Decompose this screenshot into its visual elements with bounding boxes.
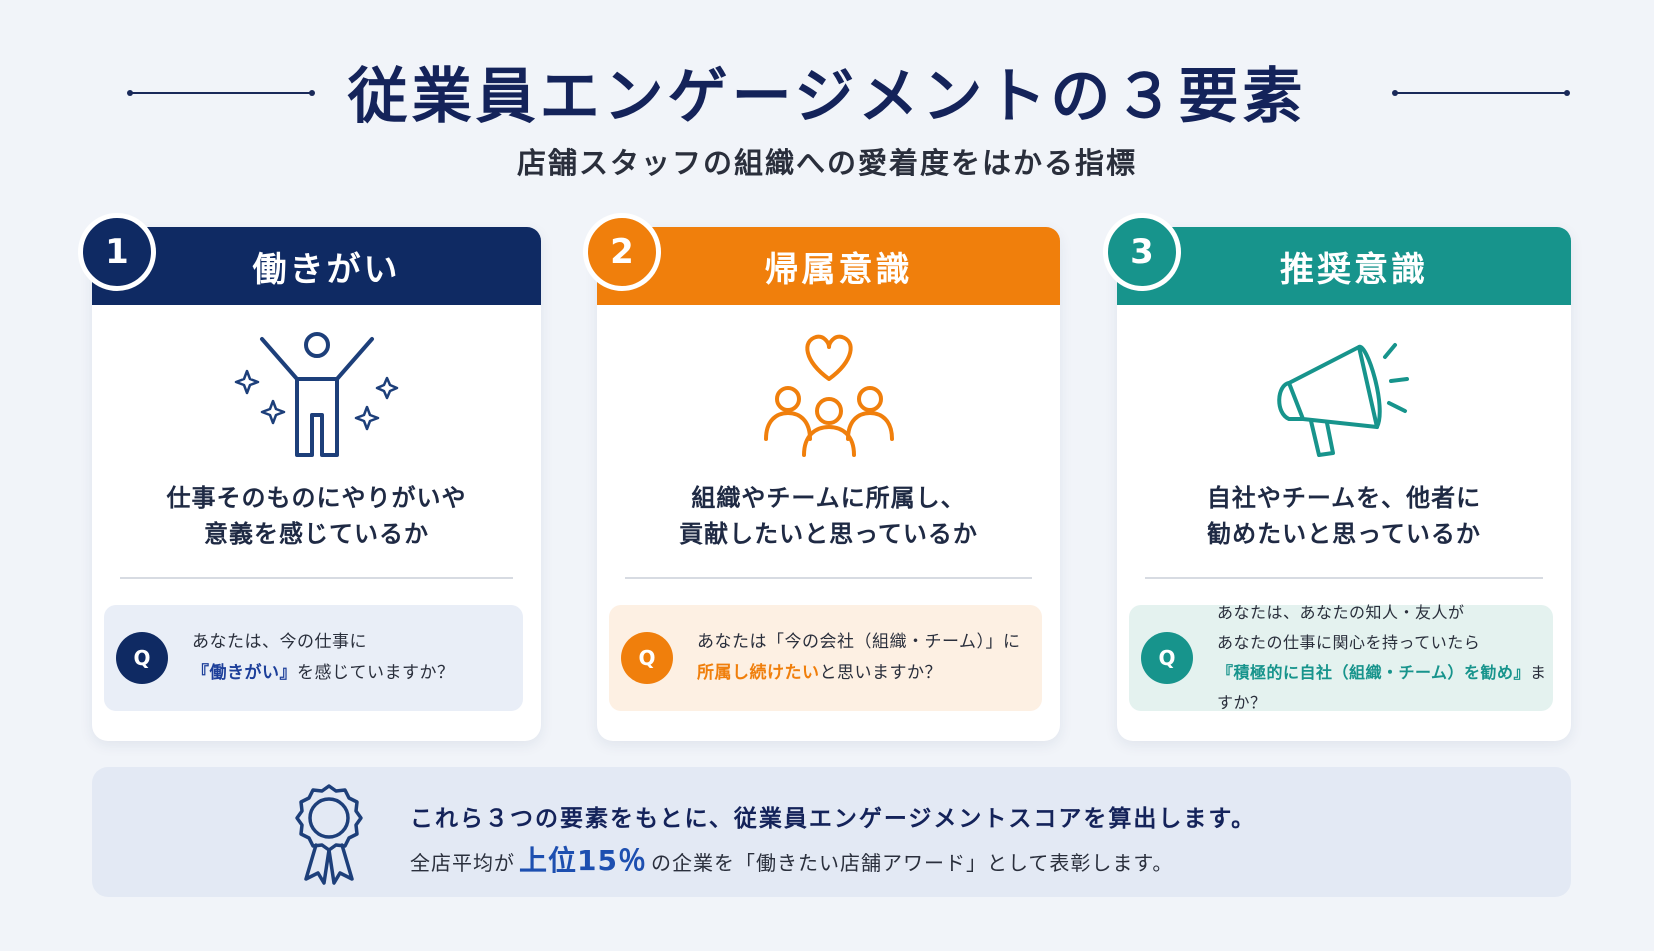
number-badge: 3 [1103,213,1181,291]
question-line: 『働きがい』を感じていますか？ [192,658,455,689]
card-description: 仕事そのものにやりがいや 意義を感じているか [92,480,541,552]
score-summary-panel: これら３つの要素をもとに、従業員エンゲージメントスコアを算出します。 全店平均が… [92,767,1571,897]
question-text: あなたは、今の仕事に 『働きがい』を感じていますか？ [192,627,455,689]
question-highlight: 所属し続けたい [697,663,820,683]
question-rest: を感じていますか？ [297,663,455,683]
question-box: Q あなたは「今の会社（組織・チーム）」に 所属し続けたいと思いますか？ [609,605,1042,711]
title-divider-right [1392,90,1570,96]
description-line: 貢献したいと思っているか [679,520,978,548]
card-description: 組織やチームに所属し、 貢献したいと思っているか [597,480,1060,552]
title-divider-left [127,90,315,96]
question-line: 『積極的に自社（組織・チーム）を勧め』ますか？ [1217,658,1553,718]
description-line: 仕事そのものにやりがいや [166,484,467,512]
question-rest: と思いますか？ [819,663,942,683]
divider [1145,577,1543,579]
number-badge: 1 [78,213,156,291]
description-line: 勧めたいと思っているか [1207,520,1481,548]
description-line: 自社やチームを、他者に [1206,484,1482,512]
card-description: 自社やチームを、他者に 勧めたいと思っているか [1117,480,1571,552]
question-box: Q あなたは、あなたの知人・友人が あなたの仕事に関心を持っていたら 『積極的に… [1129,603,1553,712]
page-title: 従業員エンゲージメントの３要素 [347,62,1307,132]
page-subtitle: 店舗スタッフの組織への愛着度をはかる指標 [516,146,1137,180]
divider [120,577,513,579]
element-card-recommendation: 推奨意識 3 自社やチームを、他者に 勧めたいと思っているか Q あなたは、あな… [1103,213,1571,741]
footer-sub-text: 全店平均が 上位15％ の企業を「働きたい店舗アワード」として表彰します。 [410,839,1173,879]
person-arms-raised-sparkles-icon [234,332,398,457]
award-ribbon-icon [295,784,363,885]
team-heart-icon [763,334,894,457]
footer-highlight: 上位15％ [519,844,647,877]
card-header: 帰属意識 [597,227,1060,305]
question-line: あなたは、あなたの知人・友人が [1217,603,1465,622]
footer-main-text: これら３つの要素をもとに、従業員エンゲージメントスコアを算出します。 [410,806,1257,832]
description-line: 組織やチームに所属し、 [691,484,966,512]
card-header: 推奨意識 [1117,227,1571,305]
question-highlight: 『積極的に自社（組織・チーム）を勧め』 [1217,663,1531,682]
element-card-worthwhile-work: 働きがい 1 仕事そのものにやりがいや 意義を感じているか Q あなたは、今の仕… [78,213,541,741]
question-line: あなたは、今の仕事に [192,632,367,652]
question-line: あなたは「今の会社（組織・チーム）」に [697,632,1021,652]
question-q-icon: Q [1141,632,1193,684]
description-line: 意義を感じているか [204,520,429,548]
question-text: あなたは、あなたの知人・友人が あなたの仕事に関心を持っていたら 『積極的に自社… [1217,598,1553,718]
card-header: 働きがい [92,227,541,305]
element-card-belonging: 帰属意識 2 組織やチームに所属し、 貢献したいと思っているか Q あなたは「今… [583,213,1060,741]
footer-sub-pre: 全店平均が [410,851,515,875]
question-text: あなたは「今の会社（組織・チーム）」に 所属し続けたいと思いますか？ [697,627,1021,689]
question-line: 所属し続けたいと思いますか？ [697,658,1021,689]
question-highlight: 『働きがい』 [192,663,297,683]
megaphone-icon [1277,343,1409,457]
question-q-icon: Q [116,632,168,684]
question-q-icon: Q [621,632,673,684]
footer-sub-post: の企業を「働きたい店舗アワード」として表彰します。 [650,851,1174,875]
number-badge: 2 [583,213,661,291]
divider [625,577,1032,579]
question-rest: ますか？ [1217,663,1547,712]
question-box: Q あなたは、今の仕事に 『働きがい』を感じていますか？ [104,605,523,711]
question-line: あなたの仕事に関心を持っていたら [1217,633,1481,652]
